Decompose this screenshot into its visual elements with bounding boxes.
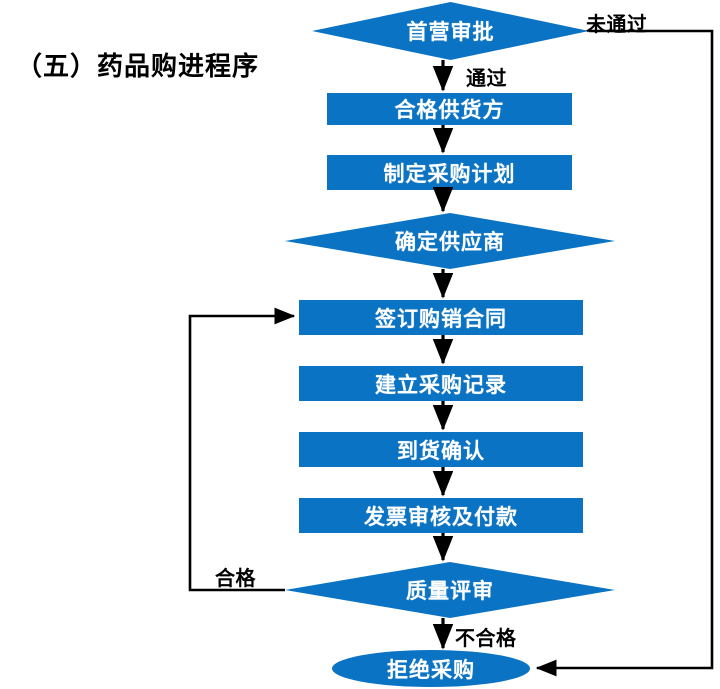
edge-label-wei-tongguo: 未通过 (586, 12, 648, 36)
node-shape-hege-gonghuofang[interactable] (327, 93, 572, 125)
node-shape-queding-gongyingshang[interactable] (285, 213, 615, 269)
edge-label-bu-hege: 不合格 (455, 626, 517, 650)
connector-pingshen-hege-loop (188, 307, 296, 592)
node-shape-jianli-caigou-jilu[interactable] (299, 366, 583, 401)
node-shape-shouying-shenpi[interactable] (312, 2, 589, 60)
node-shape-jujue-caigou[interactable] (332, 650, 530, 687)
node-shape-zhiliang-pingshen[interactable] (285, 562, 615, 618)
node-shape-qianding-gouxiao-hetong[interactable] (299, 300, 583, 335)
page-title: （五）药品购进程序 (16, 52, 260, 82)
node-shape-zhiding-caigou-jihua[interactable] (327, 155, 572, 190)
node-shape-daohuo-queren[interactable] (299, 432, 583, 467)
edge-label-tongguo: 通过 (466, 66, 507, 90)
edge-label-hege: 合格 (215, 566, 256, 590)
node-shape-fapiao-shenhe-ji-fukuan[interactable] (299, 498, 583, 533)
connector-shenpi-weitongguo-loop (535, 29, 714, 677)
